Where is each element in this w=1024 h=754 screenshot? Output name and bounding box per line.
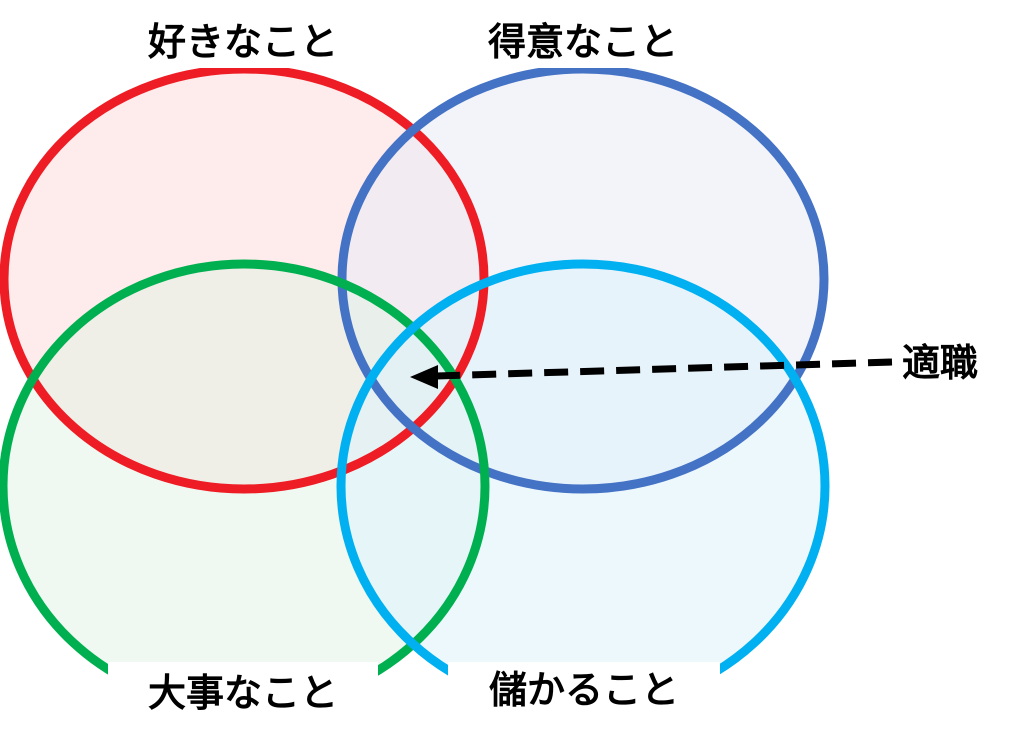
profitable-label-bg [448,662,720,742]
good-at-label-bg [455,10,709,68]
likes-label: 好きなこと [147,20,338,64]
likes-label-bg [116,10,370,68]
important-label: 大事なこと [148,671,338,715]
ideal-job-label: 適職 [902,341,978,385]
arrow-head [410,365,438,389]
arrow-dashed-line [435,358,893,380]
profitable-label: 儲かること [489,668,679,712]
good-at-label: 得意なこと [488,20,678,64]
important-label-bg [108,662,378,742]
dashed-arrow-icon [410,358,893,389]
